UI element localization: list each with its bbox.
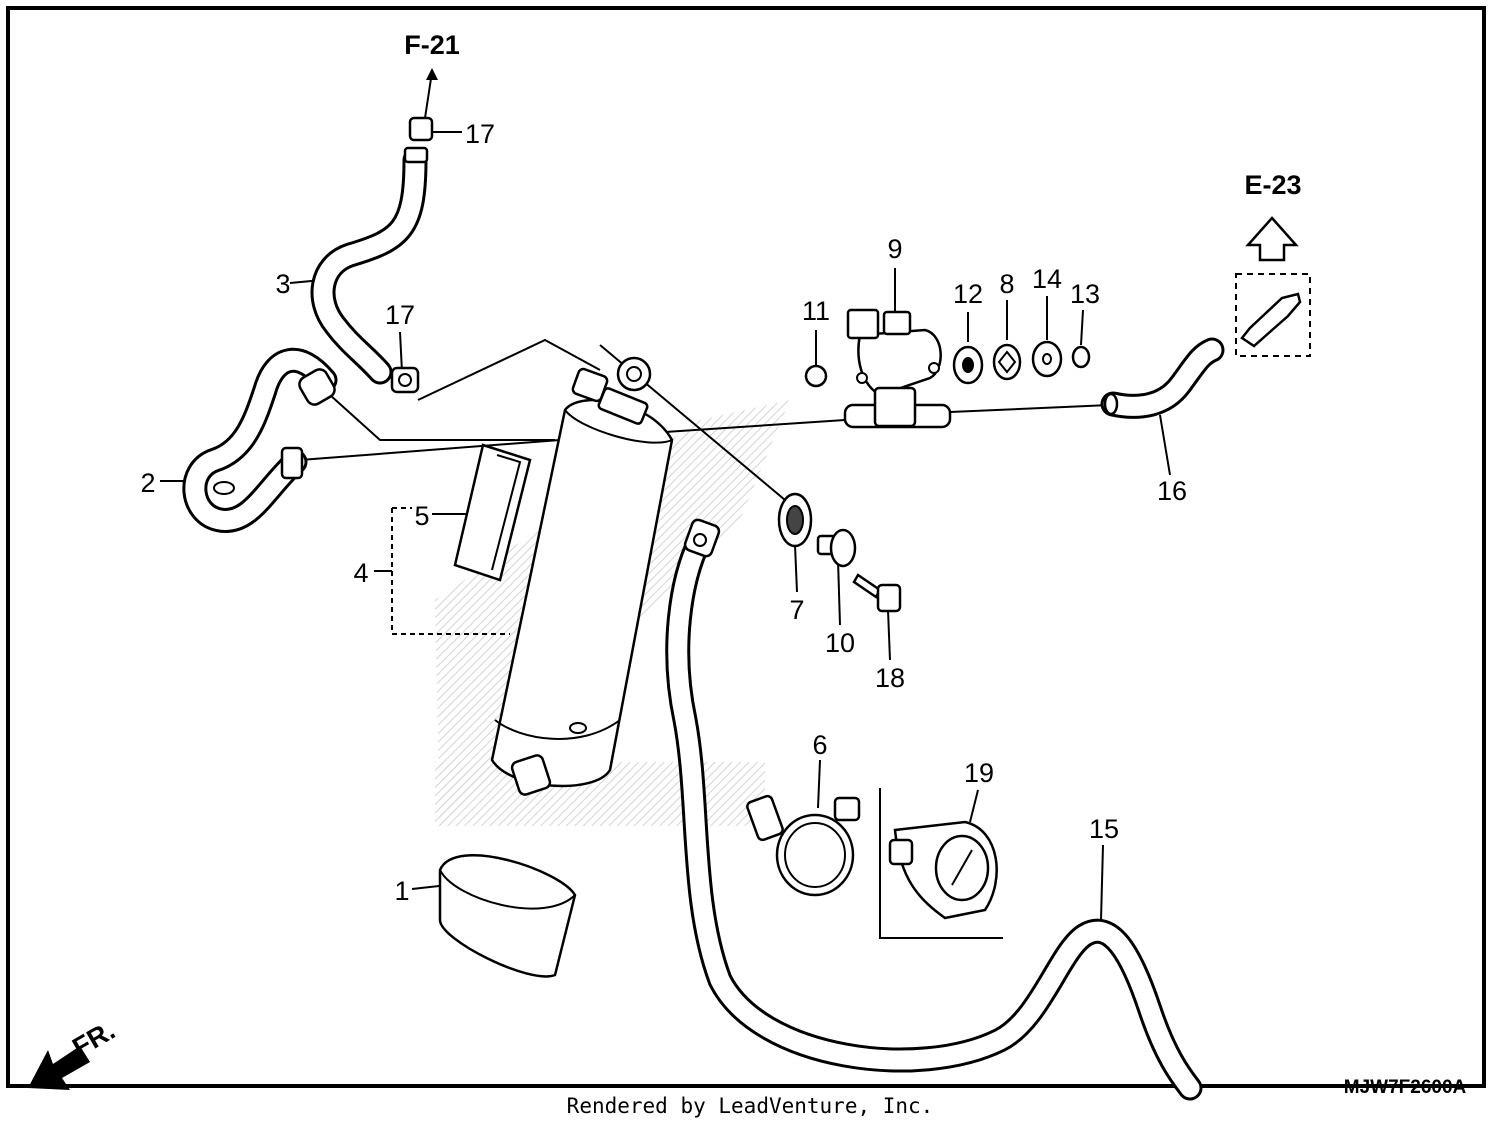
front-arrow: FR. bbox=[28, 1015, 120, 1090]
clamp-part-17-lower bbox=[390, 366, 420, 394]
up-arrow-icon bbox=[1245, 216, 1299, 262]
front-arrow-icon bbox=[28, 1046, 90, 1090]
part-label-17-lower: 17 bbox=[385, 300, 415, 330]
part-label-1: 1 bbox=[394, 876, 409, 906]
plate-part-5 bbox=[453, 443, 532, 582]
part-label-10: 10 bbox=[825, 628, 855, 658]
part-label-5: 5 bbox=[414, 501, 429, 531]
ref-e23: E-23 bbox=[1235, 170, 1311, 357]
part-label-11: 11 bbox=[802, 296, 830, 326]
valve-part-9 bbox=[843, 308, 952, 429]
washer-part-14 bbox=[1031, 340, 1063, 378]
ref-f21-label: F-21 bbox=[404, 30, 460, 60]
part-labels: 1 2 3 4 5 6 7 8 9 10 11 12 13 14 15 16 1… bbox=[140, 119, 1187, 906]
render-credit: Rendered by LeadVenture, Inc. bbox=[567, 1094, 934, 1118]
band-part-6 bbox=[746, 794, 861, 897]
part-label-9: 9 bbox=[887, 234, 902, 264]
part-label-19: 19 bbox=[964, 758, 994, 788]
hose-part-16 bbox=[1100, 337, 1225, 419]
part-label-17-upper: 17 bbox=[465, 119, 495, 149]
part-label-7: 7 bbox=[789, 595, 804, 625]
washer-part-11 bbox=[804, 364, 828, 388]
hose-part-2 bbox=[182, 347, 338, 533]
clamp-part-17-upper bbox=[403, 116, 434, 164]
hose-fitting bbox=[1240, 292, 1302, 348]
part-label-13: 13 bbox=[1070, 279, 1100, 309]
diagram-code: MJW7F2600A bbox=[1344, 1077, 1467, 1098]
bolt-part-18 bbox=[852, 573, 902, 613]
band-part-1 bbox=[438, 854, 577, 978]
fitting-part-19 bbox=[888, 820, 998, 920]
part-label-16: 16 bbox=[1157, 476, 1187, 506]
ref-f21: F-21 bbox=[404, 30, 460, 119]
part-label-12: 12 bbox=[953, 279, 983, 309]
part-label-4: 4 bbox=[353, 558, 368, 588]
part-label-15: 15 bbox=[1089, 814, 1119, 844]
ref-e23-label: E-23 bbox=[1244, 170, 1301, 200]
part-label-18: 18 bbox=[875, 663, 905, 693]
collar-part-10 bbox=[816, 528, 857, 568]
nut-part-13 bbox=[1071, 345, 1091, 369]
grommet-part-12 bbox=[952, 345, 984, 385]
part-label-3: 3 bbox=[275, 269, 290, 299]
part-label-2: 2 bbox=[140, 468, 155, 498]
collar-part-8 bbox=[992, 343, 1022, 381]
grommet-part-7 bbox=[777, 492, 813, 548]
dashed-detail-box bbox=[1235, 273, 1311, 357]
diagram-frame bbox=[6, 6, 1486, 1088]
part-label-14: 14 bbox=[1032, 264, 1062, 294]
part-label-8: 8 bbox=[999, 269, 1014, 299]
hose-part-3 bbox=[310, 147, 428, 385]
part-label-6: 6 bbox=[812, 730, 827, 760]
hose-part-15 bbox=[665, 518, 1203, 1101]
canister-part-4 bbox=[490, 356, 674, 796]
